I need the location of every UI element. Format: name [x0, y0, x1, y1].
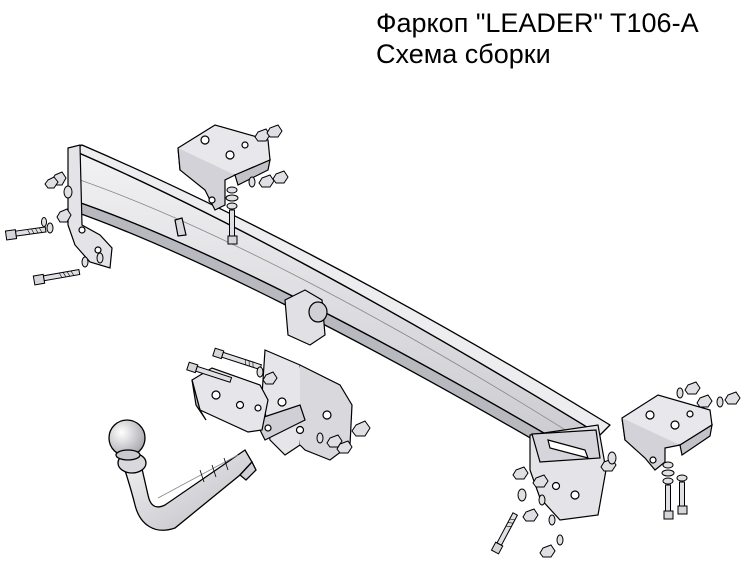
nut: [262, 371, 278, 385]
washer: [96, 252, 104, 264]
washer: [556, 534, 564, 546]
lower-right-fasteners: [490, 466, 564, 558]
washer: [548, 514, 556, 526]
bolt: [490, 512, 519, 555]
nut: [351, 420, 371, 437]
nut: [539, 544, 556, 558]
washer: [81, 256, 89, 268]
washer: [607, 451, 617, 465]
socket-bracket-left: [191, 367, 269, 433]
upper-bracket-left: [177, 124, 271, 211]
nut: [44, 176, 59, 189]
nut: [258, 174, 275, 188]
left-fasteners: [4, 171, 104, 286]
nut: [684, 381, 701, 395]
bolt: [225, 186, 239, 245]
side-bracket-left: [67, 144, 113, 269]
bolt: [212, 347, 263, 371]
upper-bracket-right: [621, 394, 713, 471]
bolt: [4, 226, 47, 241]
washer: [316, 432, 324, 444]
nut: [266, 124, 283, 138]
washer: [248, 176, 256, 188]
bolt: [32, 268, 81, 286]
right-fasteners: [600, 381, 741, 520]
nut: [512, 466, 529, 480]
bolt: [186, 361, 233, 383]
washer: [63, 185, 73, 199]
nut: [724, 391, 741, 405]
washer: [538, 494, 546, 506]
tow-bar-beam: [69, 144, 611, 471]
washer: [517, 488, 527, 502]
nut: [254, 128, 271, 142]
diagram-title: Фаркоп "LEADER" T106-A Схема сборки: [376, 8, 699, 70]
title-line-1: Фаркоп "LEADER" T106-A: [376, 8, 699, 38]
washer: [46, 222, 54, 234]
nut: [532, 474, 549, 488]
title-line-2: Схема сборки: [376, 39, 551, 69]
nut: [336, 440, 353, 454]
nut: [696, 394, 713, 408]
upper-left-fasteners: [225, 124, 289, 245]
center-mount: [174, 217, 328, 346]
washer: [256, 366, 264, 378]
washer: [41, 217, 47, 227]
bolt: [661, 461, 675, 520]
nut: [522, 508, 539, 522]
nut: [272, 170, 289, 184]
washer: [676, 387, 684, 399]
washer: [716, 396, 724, 408]
nut: [56, 208, 72, 223]
hitch-ball-arm: [108, 419, 257, 531]
center-fasteners: [186, 347, 371, 454]
bolt: [676, 474, 688, 515]
side-bracket-right: [529, 424, 607, 521]
